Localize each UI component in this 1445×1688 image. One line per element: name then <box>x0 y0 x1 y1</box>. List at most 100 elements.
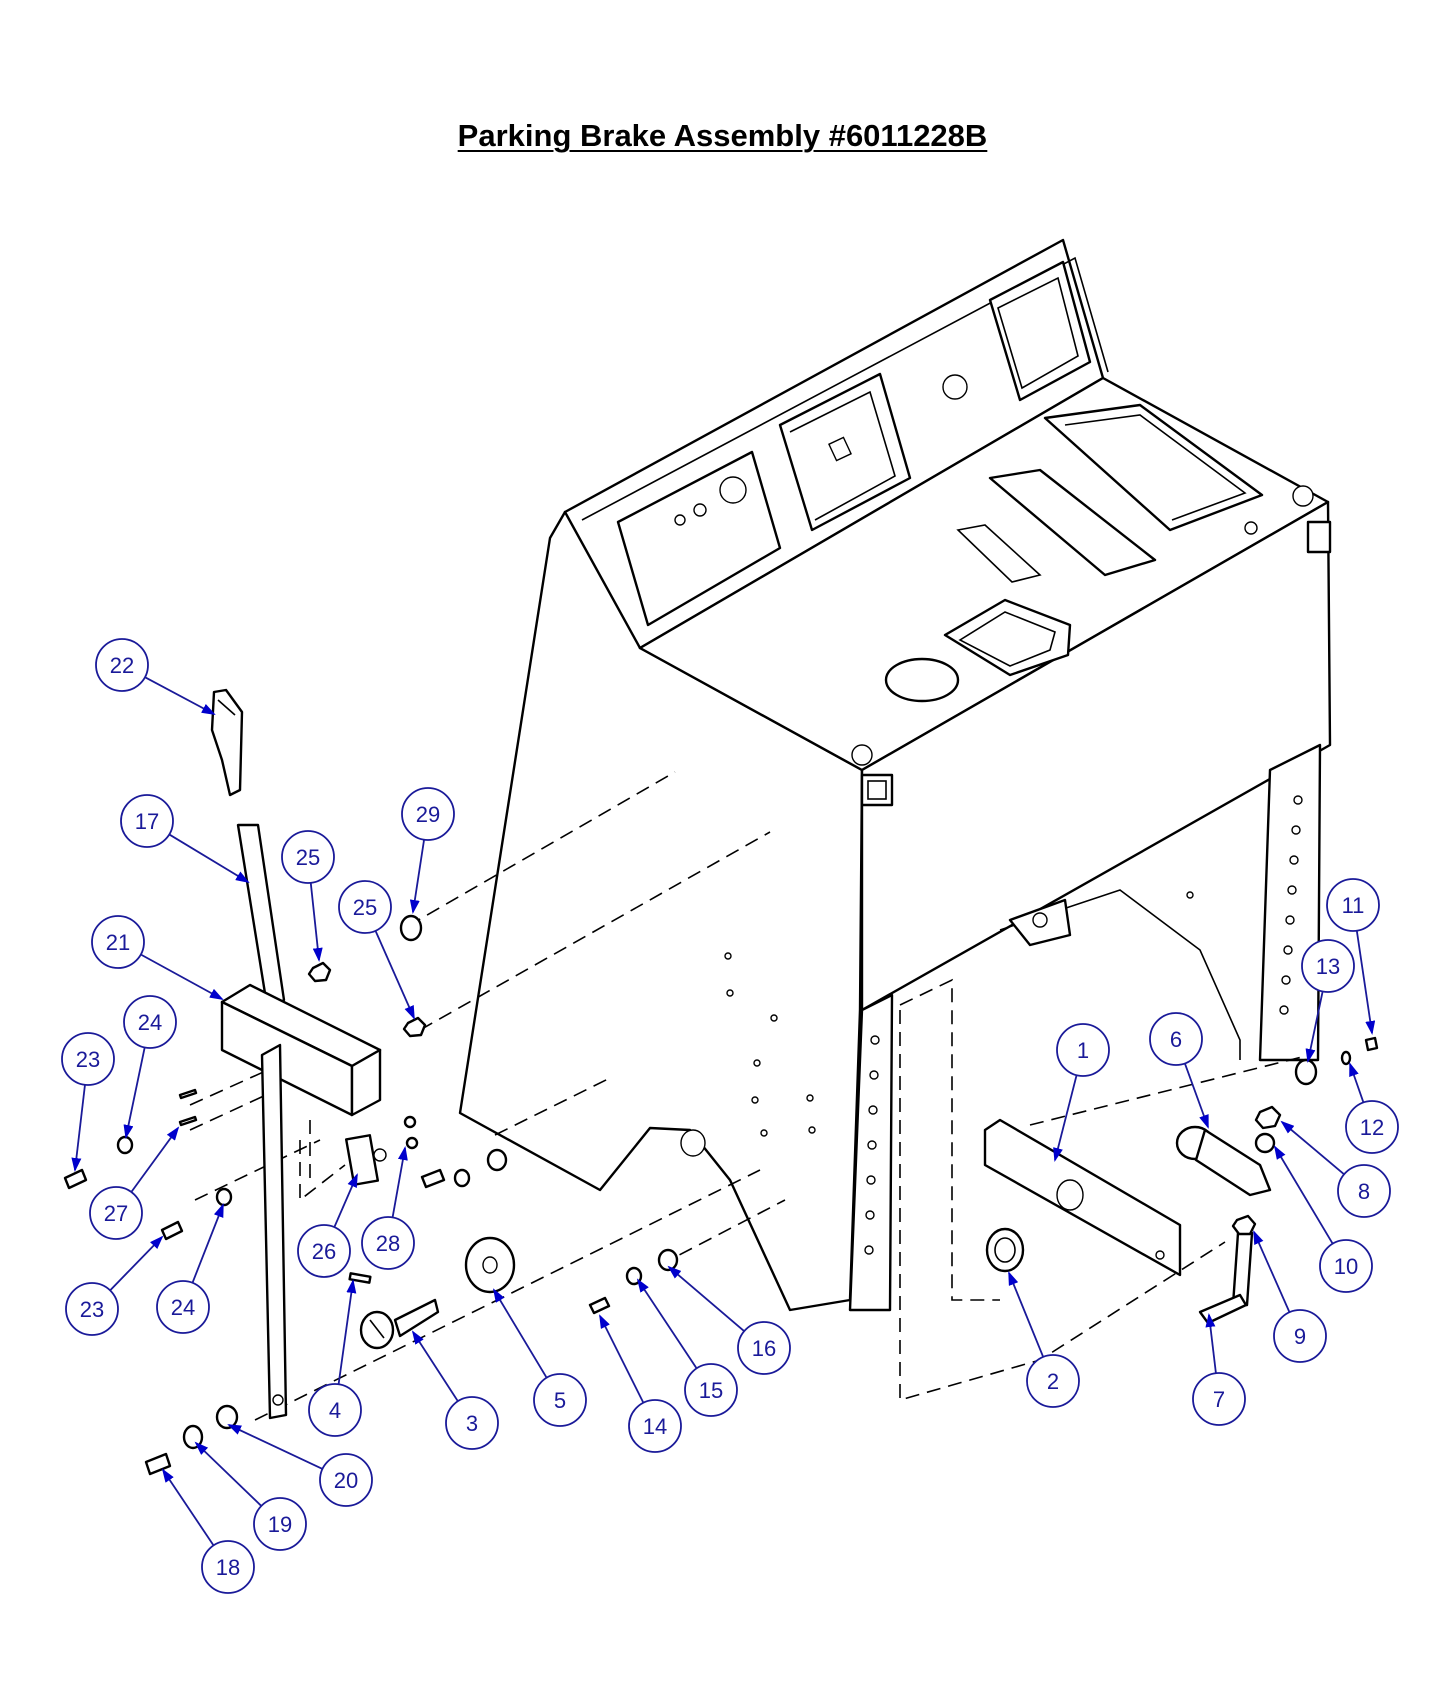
callout-27: 27 <box>89 1126 180 1240</box>
callout-14: 14 <box>599 1314 682 1453</box>
leg-holes <box>864 795 1303 1255</box>
callout-leader <box>194 1441 262 1507</box>
callout-bubble <box>91 915 145 969</box>
threaded-rod-part-7 <box>1198 1231 1254 1325</box>
callout-leader <box>411 1330 459 1402</box>
brake-lever-arm <box>236 823 286 1014</box>
callout-number: 16 <box>752 1336 776 1361</box>
callout-number: 26 <box>312 1239 336 1264</box>
callout-leader <box>140 953 224 1000</box>
callout-12: 12 <box>1345 1062 1399 1154</box>
callout-bubble <box>1149 1012 1203 1066</box>
callout-leader <box>391 1146 408 1218</box>
callout-bubble <box>65 1282 119 1336</box>
callout-number: 11 <box>1342 893 1365 918</box>
callout-bubble <box>61 1032 115 1086</box>
callout-number: 20 <box>334 1468 358 1493</box>
callout-number: 21 <box>106 930 130 955</box>
callout-number: 25 <box>296 845 320 870</box>
frame-top-console-edge <box>581 256 1109 521</box>
callout-1: 1 <box>1053 1023 1110 1162</box>
callout-bubble <box>338 880 392 934</box>
callout-bubble <box>1319 1239 1373 1293</box>
callout-bubble <box>1026 1354 1080 1408</box>
callout-23: 23 <box>65 1235 164 1336</box>
callout-leader <box>161 1468 215 1546</box>
callout-21: 21 <box>91 915 224 1000</box>
callout-leader <box>130 1126 180 1193</box>
callout-leader <box>1273 1145 1334 1245</box>
deck-slot-long <box>988 468 1157 577</box>
callout-leader <box>144 676 216 715</box>
brake-handle-grip <box>210 688 244 797</box>
callout-number: 24 <box>171 1295 195 1320</box>
callout-number: 4 <box>329 1398 341 1423</box>
callout-number: 14 <box>643 1414 667 1439</box>
callout-8: 8 <box>1280 1120 1391 1218</box>
callout-19: 19 <box>194 1441 307 1551</box>
callout-number: 19 <box>268 1512 292 1537</box>
callout-leader <box>1280 1120 1345 1175</box>
callout-number: 9 <box>1294 1324 1306 1349</box>
callout-number: 10 <box>1334 1254 1358 1279</box>
callout-bubble <box>308 1383 362 1437</box>
callout-leader <box>636 1278 698 1369</box>
callout-22: 22 <box>95 638 216 715</box>
diagram-title: Parking Brake Assembly #6011228B <box>457 118 988 153</box>
callout-28: 28 <box>361 1146 415 1270</box>
callout-leader <box>1205 1313 1217 1374</box>
callout-7: 7 <box>1192 1313 1246 1426</box>
callout-bubble <box>401 787 455 841</box>
brake-pivot-arm <box>260 1043 288 1420</box>
callout-bubble <box>1326 878 1380 932</box>
deck-pocket <box>943 598 1072 677</box>
callout-26: 26 <box>297 1173 358 1278</box>
callout-leader <box>667 1265 745 1332</box>
callout-leader <box>374 930 415 1020</box>
callout-bubble <box>123 995 177 1049</box>
callout-20: 20 <box>227 1424 373 1507</box>
tube-end-right <box>1306 520 1332 554</box>
callout-23: 23 <box>61 1032 115 1172</box>
callout-number: 23 <box>80 1297 104 1322</box>
callout-number: 1 <box>1077 1038 1089 1063</box>
crank-arm-part-6 <box>1175 1125 1272 1197</box>
callout-leader <box>309 882 323 962</box>
callout-leader <box>1349 1062 1365 1103</box>
callout-leader <box>109 1235 164 1291</box>
callout-number: 3 <box>466 1411 478 1436</box>
callout-number: 22 <box>110 653 134 678</box>
callout-bubble <box>89 1186 143 1240</box>
callout-4: 4 <box>308 1279 362 1437</box>
pin-part-4 <box>348 1272 372 1284</box>
switch-part-26 <box>344 1115 419 1186</box>
callout-number: 12 <box>1360 1115 1384 1140</box>
callout-18: 18 <box>161 1468 255 1594</box>
callout-leader <box>1184 1063 1209 1129</box>
deck-opening-rear <box>1043 403 1264 532</box>
side-panel-holes <box>680 891 1194 1157</box>
tube-end-left <box>860 773 894 807</box>
callout-number: 23 <box>76 1047 100 1072</box>
leg-right-rear <box>1258 743 1322 1062</box>
callout-bubble <box>533 1373 587 1427</box>
callout-bubble <box>120 794 174 848</box>
callout-leader <box>1253 1230 1291 1313</box>
callout-bubble <box>319 1453 373 1507</box>
leg-left-front <box>848 993 894 1312</box>
callout-leader <box>1053 1074 1078 1162</box>
callout-number: 6 <box>1170 1027 1182 1052</box>
callout-number: 7 <box>1213 1387 1225 1412</box>
callout-leader <box>333 1173 358 1228</box>
callout-bubble <box>1345 1100 1399 1154</box>
shaft-part-3 <box>359 1298 440 1350</box>
callout-29: 29 <box>401 787 455 914</box>
frame-body <box>458 238 1332 1312</box>
callout-leader <box>123 1047 146 1139</box>
washer-part-5 <box>464 1236 516 1294</box>
callout-leader <box>1355 930 1376 1035</box>
callout-leader <box>1305 991 1324 1063</box>
callout-bubble <box>201 1540 255 1594</box>
